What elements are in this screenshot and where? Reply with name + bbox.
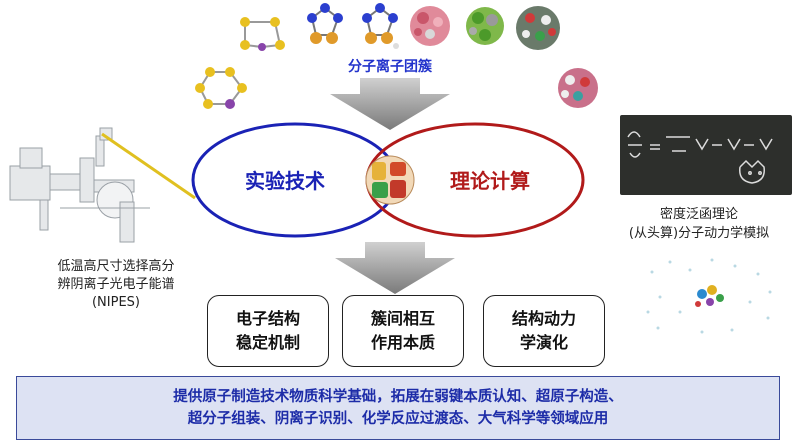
dft-caption: 密度泛函理论 (从头算)分子动力学模拟: [600, 205, 798, 243]
dft-caption-line2: (从头算)分子动力学模拟: [628, 226, 770, 241]
clusters-label: 分子离子团簇: [348, 59, 432, 75]
instrument-caption-line1: 低温高尺寸选择高分: [57, 259, 175, 274]
result-box-line2: 稳定机制: [235, 333, 300, 352]
result-box-line2: 作用本质: [370, 333, 435, 352]
result-box-dynamics: 结构动力 学演化: [483, 295, 605, 367]
experiment-label: 实验技术: [245, 169, 325, 193]
cluster-cage-pink: [410, 6, 450, 46]
summary-banner-line1: 提供原子制造技术物质科学基础，拓展在弱键本质认知、超原子构造、: [173, 389, 623, 405]
result-box-line1: 电子结构: [235, 309, 300, 328]
cluster-ring-blue-1: [307, 3, 343, 44]
dft-caption-line1: 密度泛函理论: [659, 207, 738, 222]
nipes-instrument-illustration: [9, 127, 196, 243]
summary-banner: 提供原子制造技术物质科学基础，拓展在弱键本质认知、超原子构造、 超分子组装、阴离…: [16, 376, 780, 440]
cluster-cage-green: [466, 7, 504, 45]
instrument-caption-line3: (NIPES): [91, 295, 140, 310]
cluster-ring-small: [240, 17, 285, 51]
chalkboard-image: [620, 115, 792, 195]
cluster-ring-lower: [195, 67, 247, 109]
arrow-down-bottom: [335, 242, 455, 294]
result-box-line1: 簇间相互: [370, 309, 435, 328]
summary-banner-line2: 超分子组装、阴离子识别、化学反应过渡态、大气科学等领域应用: [187, 411, 609, 427]
result-box-interaction: 簇间相互 作用本质: [342, 295, 464, 367]
result-box-line2: 学演化: [519, 333, 568, 352]
result-box-line1: 结构动力: [511, 309, 576, 328]
md-simulation-illustration: [646, 258, 772, 334]
instrument-caption-line2: 辨阴离子光电子能谱: [57, 277, 175, 292]
cluster-large-mixed: [516, 6, 560, 50]
result-box-electronic-structure: 电子结构 稳定机制: [207, 295, 329, 367]
cluster-ring-blue-2: [362, 3, 399, 49]
chalkboard-drawing: [627, 131, 773, 184]
venn-diagram: [191, 122, 585, 238]
cluster-illustrations: [195, 3, 598, 109]
instrument-caption: 低温高尺寸选择高分 辨阴离子光电子能谱 (NIPES): [16, 258, 216, 312]
theory-label: 理论计算: [450, 169, 530, 193]
cluster-large-pink: [558, 68, 598, 108]
arrow-down-top: [330, 78, 450, 130]
collaboration-icon: [365, 155, 415, 205]
